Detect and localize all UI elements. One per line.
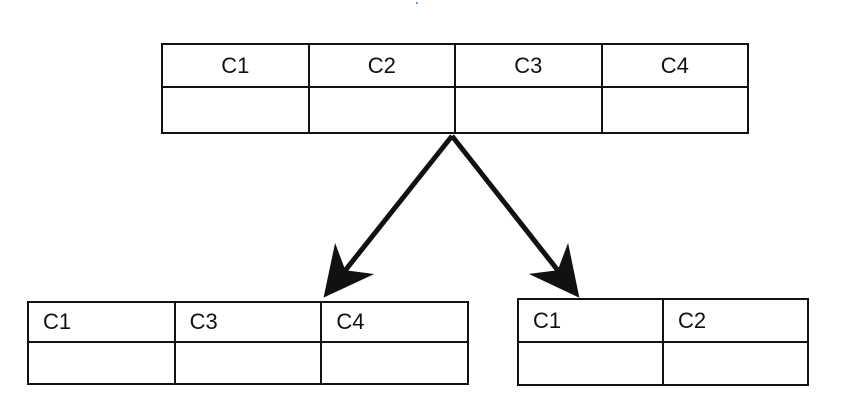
column-header: C3 — [454, 43, 603, 88]
right-table: C1 C2 — [517, 298, 809, 386]
original-table: C1 C2 C3 C4 — [161, 43, 749, 134]
column-header: C3 — [173, 301, 323, 343]
empty-row — [161, 86, 749, 134]
column-header: C1 — [27, 301, 176, 343]
header-row: C1 C3 C4 — [27, 301, 469, 343]
empty-cell — [662, 341, 809, 386]
column-header: C4 — [600, 43, 749, 88]
empty-row — [27, 341, 469, 385]
column-header: C2 — [662, 298, 809, 343]
empty-cell — [517, 341, 664, 386]
artifact-dot — [416, 2, 418, 4]
column-header: C1 — [517, 298, 664, 343]
empty-cell — [454, 86, 603, 134]
column-header: C2 — [307, 43, 456, 88]
empty-cell — [161, 86, 310, 134]
empty-cell — [320, 341, 469, 385]
empty-row — [517, 341, 809, 386]
empty-cell — [173, 341, 323, 385]
arrow-left — [323, 134, 454, 298]
empty-cell — [27, 341, 176, 385]
header-row: C1 C2 — [517, 298, 809, 343]
header-row: C1 C2 C3 C4 — [161, 43, 749, 88]
left-table: C1 C3 C4 — [27, 301, 469, 385]
column-header: C1 — [161, 43, 310, 88]
empty-cell — [307, 86, 456, 134]
column-header: C4 — [320, 301, 469, 343]
empty-cell — [600, 86, 749, 134]
arrow-right — [450, 134, 580, 298]
